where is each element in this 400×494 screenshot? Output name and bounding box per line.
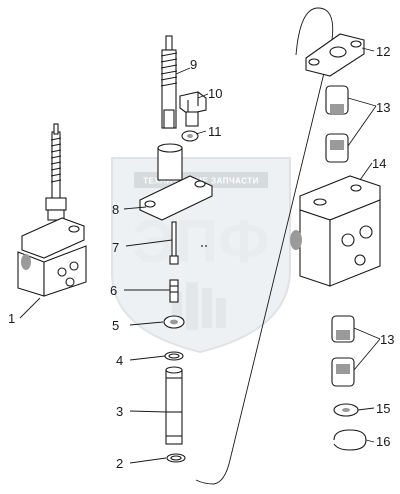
callout-7: 7 [112, 240, 119, 255]
part-7-pin [169, 221, 179, 265]
callout-13-upper: 13 [376, 100, 390, 115]
callout-3: 3 [116, 404, 123, 419]
part-13-lower-fittings [331, 315, 355, 387]
connection-curve [195, 7, 334, 485]
callout-12: 12 [376, 44, 390, 59]
callout-2: 2 [116, 456, 123, 471]
part-12-gasket [305, 33, 365, 77]
part-8-flanged-body [139, 143, 213, 221]
part-1-valve-assembly [17, 123, 87, 297]
callout-16: 16 [376, 434, 390, 449]
callout-11: 11 [208, 124, 222, 139]
callout-labels: 1 2 3 4 5 6 7 8 9 10 11 12 13 14 13 15 1… [8, 44, 394, 471]
watermark-building-icon [172, 282, 226, 330]
callout-13-lower: 13 [380, 332, 394, 347]
part-13-upper-fittings [325, 85, 349, 163]
part-9-threaded-rod [160, 35, 178, 129]
callout-5: 5 [112, 318, 119, 333]
part-4-ring [164, 351, 184, 361]
marker-dot [201, 245, 203, 247]
callout-14: 14 [372, 156, 386, 171]
part-6-spring-pin [169, 279, 179, 303]
callout-10: 10 [208, 86, 222, 101]
callout-1: 1 [8, 311, 15, 326]
part-10-hex-bolt [179, 91, 207, 127]
callout-4: 4 [116, 353, 123, 368]
part-11-washer [181, 130, 199, 142]
marker-dot [205, 245, 207, 247]
part-2-seal-ring [166, 453, 186, 463]
watermark-logo-text: ЭПФ [132, 208, 269, 275]
part-3-plunger [165, 366, 183, 445]
leader-lines [19, 47, 381, 464]
part-5-nut [163, 315, 185, 329]
part-15-washer [333, 403, 359, 417]
callout-15: 15 [376, 401, 390, 416]
callout-9: 9 [190, 57, 197, 72]
callout-8: 8 [112, 202, 119, 217]
callout-6: 6 [110, 283, 117, 298]
part-16-retaining-ring [333, 429, 367, 451]
part-14-housing [290, 175, 381, 287]
